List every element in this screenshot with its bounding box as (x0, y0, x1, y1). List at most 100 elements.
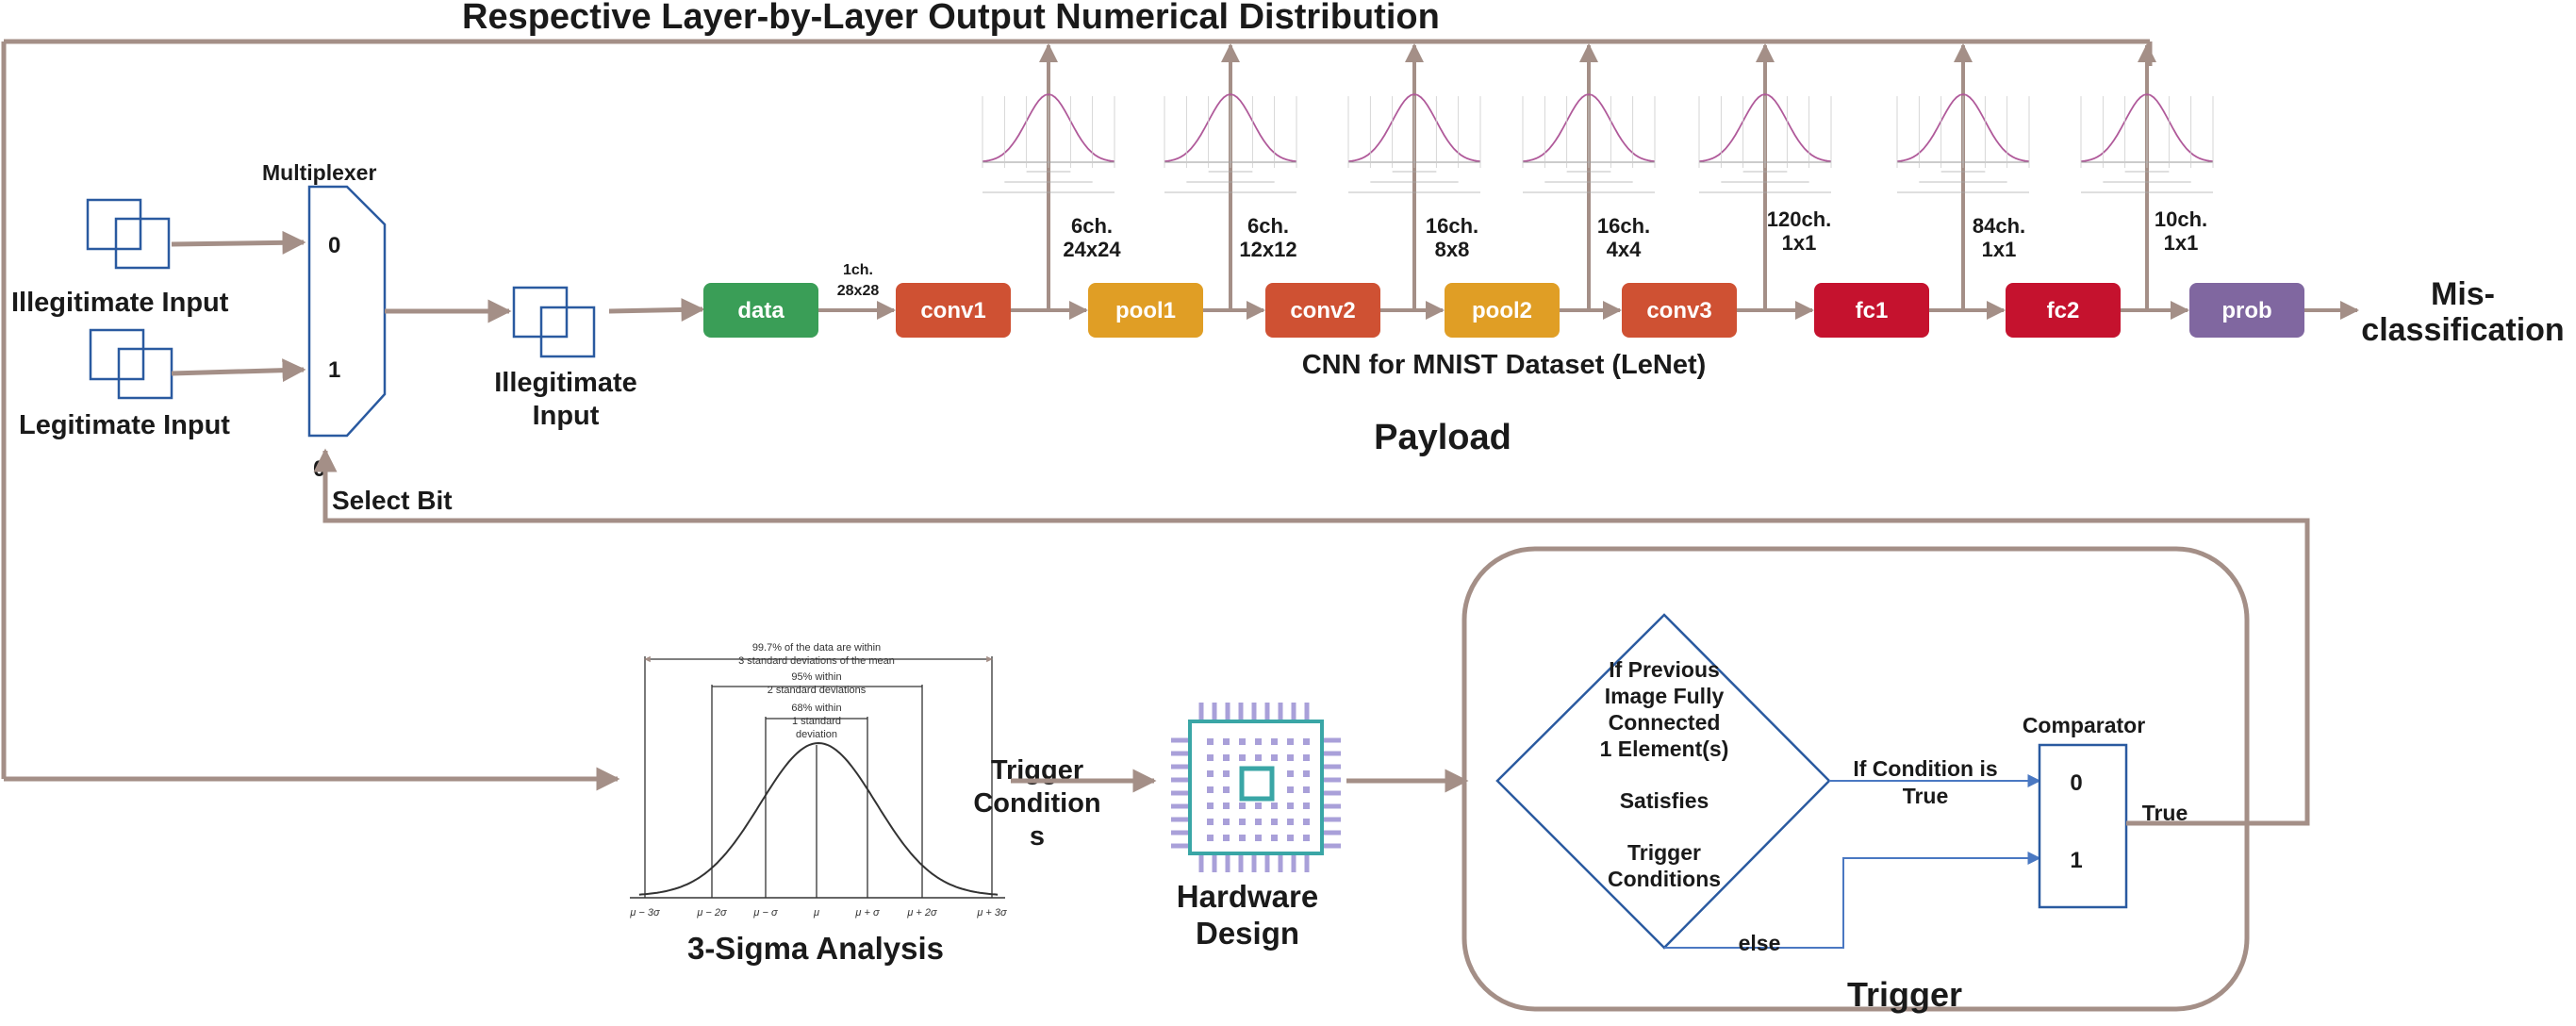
payload-label: Payload (1374, 418, 1511, 457)
chip-dot (1287, 835, 1294, 841)
layer-pool1: pool1 (1088, 283, 1203, 338)
sigma-tick-label: μ (813, 907, 819, 918)
chip-dot (1287, 754, 1294, 761)
distribution-tap-6 (2080, 43, 2214, 309)
sigma-tick-label: μ + σ (854, 907, 880, 918)
hardware-design-line1: Hardware (1177, 879, 1318, 914)
trigger-label: Trigger (1847, 975, 1962, 1014)
sigma-analysis-label: 3-Sigma Analysis (687, 931, 944, 966)
chip-dot (1207, 803, 1214, 809)
sigma-bell-curve (638, 741, 999, 896)
cnn-distribution-taps (982, 43, 2214, 309)
dim-size-1: 24x24 (1063, 238, 1121, 261)
layer-label-pool2: pool2 (1472, 298, 1532, 323)
chip-dot (1207, 786, 1214, 793)
comparator-input-1: 1 (2070, 848, 2082, 873)
layer-box-pool1 (1088, 283, 1203, 338)
chip-dot (1287, 819, 1294, 825)
misclassification-label-line1: Mis- (2431, 276, 2495, 312)
else-label: else (1739, 931, 1781, 955)
sigma-tick-label: μ − 2σ (696, 907, 727, 918)
cnn-caption: CNN for MNIST Dataset (LeNet) (1302, 350, 1707, 380)
sigma-tick-label: μ − 3σ (629, 907, 660, 918)
chip-dot (1287, 770, 1294, 777)
decision-line-4: Satisfies (1620, 788, 1709, 813)
dim-channels-2: 6ch. (1247, 214, 1289, 238)
layer-conv1: conv1 (896, 283, 1011, 338)
layer-label-prob: prob (2221, 298, 2271, 323)
diagram-title: Respective Layer-by-Layer Output Numeric… (462, 0, 1440, 37)
dim-channels-5: 120ch. (1767, 207, 1832, 231)
layer-box-fc2 (2006, 283, 2121, 338)
layer-box-conv3 (1622, 283, 1737, 338)
layer-box-conv2 (1265, 283, 1380, 338)
illegitimate-input-label: Illegitimate Input (11, 288, 229, 318)
layer-label-conv1: conv1 (920, 298, 985, 323)
chip-dot (1207, 754, 1214, 761)
layer-label-conv3: conv3 (1646, 298, 1711, 323)
distribution-tap-5 (1896, 43, 2030, 309)
chip-dot (1287, 738, 1294, 745)
decision-line-5: Trigger (1627, 840, 1701, 865)
multiplexer-input-1: 1 (328, 357, 340, 383)
chip-dot (1303, 803, 1310, 809)
layer-fc1: fc1 (1814, 283, 1929, 338)
chip-dot (1223, 835, 1230, 841)
chip-dot (1303, 738, 1310, 745)
trigger-box (1461, 546, 2250, 1012)
chip-dot (1287, 786, 1294, 793)
chip-dot (1207, 819, 1214, 825)
comparator-input-0: 0 (2070, 770, 2082, 796)
dim-channels-6: 84ch. (1973, 214, 2025, 238)
dim-size-6: 1x1 (1982, 238, 2017, 261)
top-distribution-bus (1, 39, 2153, 791)
chip-dot (1255, 819, 1262, 825)
layer-conv3: conv3 (1622, 283, 1737, 338)
chip-dot (1287, 803, 1294, 809)
normal-curve (630, 745, 826, 894)
dim-size-2: 12x12 (1239, 238, 1296, 261)
layer-label-data: data (737, 298, 784, 323)
layer-label-fc1: fc1 (1856, 298, 1889, 323)
trigger-conditions-line3: s (1030, 821, 1045, 852)
chip-dot (1223, 754, 1230, 761)
sigma-annotation-95-line1: 95% within (791, 671, 841, 683)
layer-label-pool1: pool1 (1115, 298, 1176, 323)
multiplexer-input-0: 0 (328, 233, 340, 258)
sigma-annotation-997-line1: 99.7% of the data are within (752, 642, 881, 654)
mux-output-image-icon (512, 286, 596, 358)
sigma-annotation-68-line2: 1 standard (792, 716, 841, 727)
dim-size-4: 4x4 (1607, 238, 1642, 261)
chip-dot (1207, 770, 1214, 777)
chip-dot (1255, 754, 1262, 761)
chip-dot (1255, 835, 1262, 841)
layer-pool2: pool2 (1445, 283, 1560, 338)
illegitimate-input-icon (86, 198, 171, 270)
chip-dot (1239, 803, 1246, 809)
layer-conv2: conv2 (1265, 283, 1380, 338)
input-arrows (171, 230, 306, 383)
dim-size-7: 1x1 (2164, 231, 2199, 255)
chip-dot (1271, 803, 1278, 809)
chip-dot (1223, 819, 1230, 825)
true-branch-line1: If Condition is (1853, 756, 1997, 781)
mux-output-label-line1: Illegitimate (494, 368, 637, 398)
chip-dot (1223, 803, 1230, 809)
decision-line-3: 1 Element(s) (1600, 736, 1729, 761)
dim-channels-1: 6ch. (1071, 214, 1113, 238)
chip-dot (1303, 770, 1310, 777)
comparator-box (2038, 743, 2128, 909)
chip-dot (1303, 835, 1310, 841)
layer-box-conv1 (896, 283, 1011, 338)
layer-fc2: fc2 (2006, 283, 2121, 338)
decision-line-1: Image Fully (1605, 684, 1725, 708)
layer-box-pool2 (1445, 283, 1560, 338)
comparator-label: Comparator (2023, 713, 2145, 737)
dim-size-5: 1x1 (1782, 231, 1817, 255)
image-to-data-arrow (608, 297, 705, 322)
layer-box-prob (2189, 283, 2304, 338)
chip-dot (1271, 738, 1278, 745)
chip-dot (1223, 738, 1230, 745)
distribution-tap-3 (1522, 43, 1656, 309)
